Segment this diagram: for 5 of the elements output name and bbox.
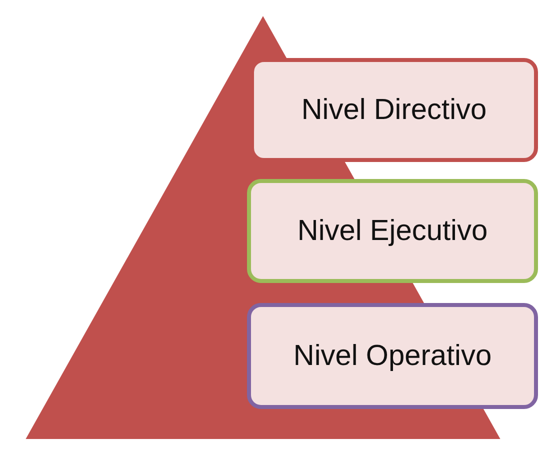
level-label: Nivel Ejecutivo [297,214,488,248]
level-label: Nivel Directivo [301,94,487,126]
level-box [247,303,538,409]
level-box [247,179,538,283]
level-label: Nivel Operativo [293,340,492,372]
